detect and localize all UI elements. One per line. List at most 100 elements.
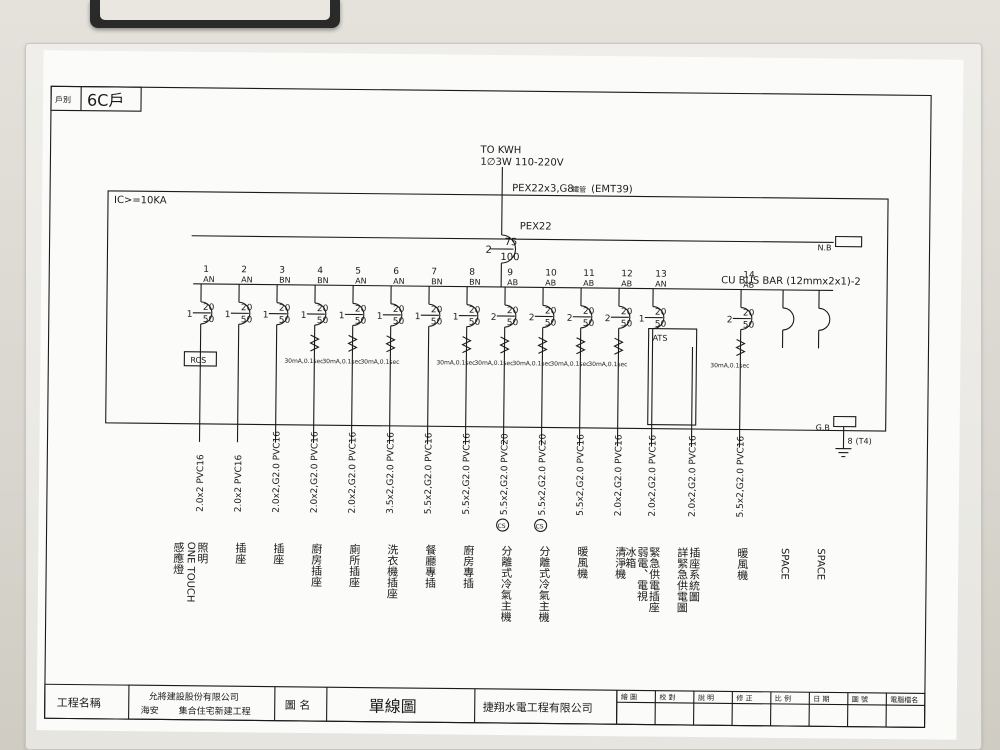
circuit-13-feeder bbox=[690, 347, 694, 448]
circuit-1-rating-bottom: 50 bbox=[241, 315, 253, 325]
circuit-3-number: 4 bbox=[317, 266, 323, 276]
tb-field-label: 比 例 bbox=[775, 694, 791, 703]
circuit-12-phase: AN bbox=[655, 280, 667, 289]
circuit-7-number: 8 bbox=[469, 268, 475, 278]
project-name-a: 海安 bbox=[141, 704, 159, 716]
circuit-9-cs-symbol bbox=[534, 518, 548, 532]
circuit-15-space-arc bbox=[782, 307, 795, 331]
tb-field-label: 日 期 bbox=[813, 695, 829, 703]
circuit-14-elcb: 30mA,0.1sec bbox=[710, 362, 749, 369]
circuit-11-breaker-arc bbox=[618, 305, 631, 329]
circuit-0-breaker-arc bbox=[200, 301, 213, 325]
sheet-frame bbox=[44, 85, 932, 729]
circuit-14-rating-top: 20 bbox=[743, 309, 755, 319]
circuit-2-breaker-arc bbox=[276, 302, 289, 326]
tb-field-label: 繪 圖 bbox=[621, 692, 637, 701]
circuit-16-load: SPACE bbox=[815, 548, 826, 580]
circuit-2-rating-bottom: 50 bbox=[279, 316, 291, 326]
circuit-3-poles: 1 bbox=[301, 311, 307, 321]
circuit-2-poles: 1 bbox=[263, 311, 269, 321]
bus-bar-label: CU BUS BAR (12mmx2x1)-2 bbox=[721, 275, 861, 287]
circuit-14-breaker-arc bbox=[740, 306, 753, 331]
main-cable: PEX22 bbox=[520, 221, 552, 232]
circuit-6-breaker-arc bbox=[428, 303, 441, 327]
circuit-2-load: 插座 bbox=[272, 541, 285, 564]
source-line1: TO KWH bbox=[480, 145, 522, 156]
ground-bar-label: G.B bbox=[816, 423, 830, 432]
drawing-sheet: 戶別 6C戶 TO KWH 1∅3W 110-220V PEX22x3,G8 鐵… bbox=[36, 50, 964, 740]
ground-bar bbox=[833, 415, 857, 428]
tb-field-label: 修 正 bbox=[736, 693, 752, 702]
main-breaker-bottom: 100 bbox=[500, 252, 519, 263]
circuit-12-load2: 弱電、電視 bbox=[635, 546, 649, 602]
source-cable: PEX22x3,G8 bbox=[512, 183, 574, 195]
circuit-3-rating-bottom: 50 bbox=[317, 316, 329, 326]
circuit-12-ats-box bbox=[647, 327, 698, 426]
circuit-9-phase: AB bbox=[545, 278, 556, 287]
circuit-7-elcb: 30mA,0.1sec bbox=[436, 359, 475, 366]
circuit-5-rating-top: 20 bbox=[393, 305, 405, 315]
circuit-3-breaker-arc bbox=[314, 302, 327, 326]
circuit-14-elcb-icon bbox=[735, 338, 746, 356]
circuit-6-rating-bottom: 50 bbox=[431, 317, 443, 327]
circuit-3-elcb-icon bbox=[309, 334, 320, 352]
circuit-7-poles: 1 bbox=[453, 313, 459, 323]
circuit-0-device: RCS bbox=[190, 356, 206, 365]
circuit-13-load2: 詳緊急供電圖 bbox=[675, 546, 689, 614]
circuit-0-load: 照明 bbox=[196, 542, 209, 565]
main-breaker-arc bbox=[501, 234, 517, 264]
company-name: 允將建設股份有限公司 bbox=[149, 690, 239, 703]
circuit-10-rating-top: 20 bbox=[583, 307, 595, 317]
circuit-14-poles: 2 bbox=[727, 315, 733, 325]
circuit-7-phase: BN bbox=[469, 278, 481, 287]
circuit-2-number: 3 bbox=[279, 266, 285, 276]
neutral-bar bbox=[835, 235, 863, 248]
circuit-6-rating-top: 20 bbox=[431, 305, 443, 315]
drawing-label: 圖 名 bbox=[285, 698, 311, 712]
circuit-11-elcb-icon bbox=[613, 337, 624, 355]
drawing-name: 單線圖 bbox=[369, 697, 417, 717]
circuit-9-elcb-icon bbox=[537, 336, 548, 354]
circuit-8-rating-top: 20 bbox=[507, 306, 519, 316]
circuit-0-rcs-box bbox=[183, 351, 217, 367]
circuit-14-cable: 5.5x2,G2.0 PVC16 bbox=[736, 436, 747, 518]
circuit-6-phase: BN bbox=[431, 277, 443, 286]
circuit-3-phase: BN bbox=[317, 276, 329, 285]
circuit-10-load: 暖風機 bbox=[576, 545, 589, 579]
circuit-11-cable: 2.0x2,G2.0 PVC16 bbox=[614, 434, 625, 516]
circuit-11-number: 12 bbox=[621, 269, 633, 279]
circuit-7-cable: 5.5x2,G2.0 PVC16 bbox=[462, 433, 473, 515]
circuit-10-breaker-arc bbox=[580, 305, 593, 329]
circuit-16-space-arc bbox=[818, 307, 831, 331]
circuit-10-cable: 5.5x2,G2.0 PVC16 bbox=[576, 434, 587, 516]
circuit-11-phase: AB bbox=[621, 279, 632, 288]
circuit-6-cable: 5.5x2,G2.0 PVC16 bbox=[424, 432, 435, 514]
circuit-11-elcb: 30mA,0.1sec bbox=[588, 361, 627, 368]
ic-rating: IC>=10KA bbox=[114, 195, 167, 207]
circuit-11-rating-bottom: 50 bbox=[621, 319, 633, 329]
tb-field-label: 校 對 bbox=[659, 693, 675, 702]
circuit-9-cable: 5.5x2,G2.0 PVC20 bbox=[538, 433, 549, 515]
circuit-9-number: 10 bbox=[545, 268, 557, 278]
circuit-3-elcb: 30mA,0.1sec bbox=[284, 358, 323, 365]
wall-clip bbox=[90, 0, 340, 28]
circuit-6-feeder bbox=[426, 326, 430, 445]
circuit-9-elcb: 30mA,0.1sec bbox=[512, 360, 551, 367]
circuit-8-load: 分離式冷氣主機 bbox=[499, 545, 513, 623]
circuit-13-load: 插座系統圖 bbox=[687, 546, 701, 603]
circuit-8-cs: CS bbox=[498, 523, 506, 530]
circuit-1-breaker-arc bbox=[238, 301, 251, 325]
circuit-10-elcb-icon bbox=[575, 337, 586, 355]
circuit-0-phase: AN bbox=[203, 275, 215, 284]
circuit-13-cable: 2.0x2,G2.0 PVC16 bbox=[688, 435, 699, 517]
circuit-11-load: 清淨機 bbox=[614, 546, 627, 580]
circuit-9-rating-top: 20 bbox=[545, 306, 557, 316]
circuit-1-poles: 1 bbox=[225, 310, 231, 320]
circuit-8-number: 9 bbox=[507, 268, 513, 278]
circuit-6-poles: 1 bbox=[415, 312, 421, 322]
title-block-fields: 繪 圖校 對說 明修 正比 例日 期圖 號電腦檔名 bbox=[616, 690, 918, 728]
source-cable-note: (EMT39) bbox=[591, 184, 633, 195]
circuit-4-phase: AN bbox=[355, 276, 367, 285]
circuit-12-cable: 2.0x2,G2.0 PVC16 bbox=[648, 435, 659, 517]
